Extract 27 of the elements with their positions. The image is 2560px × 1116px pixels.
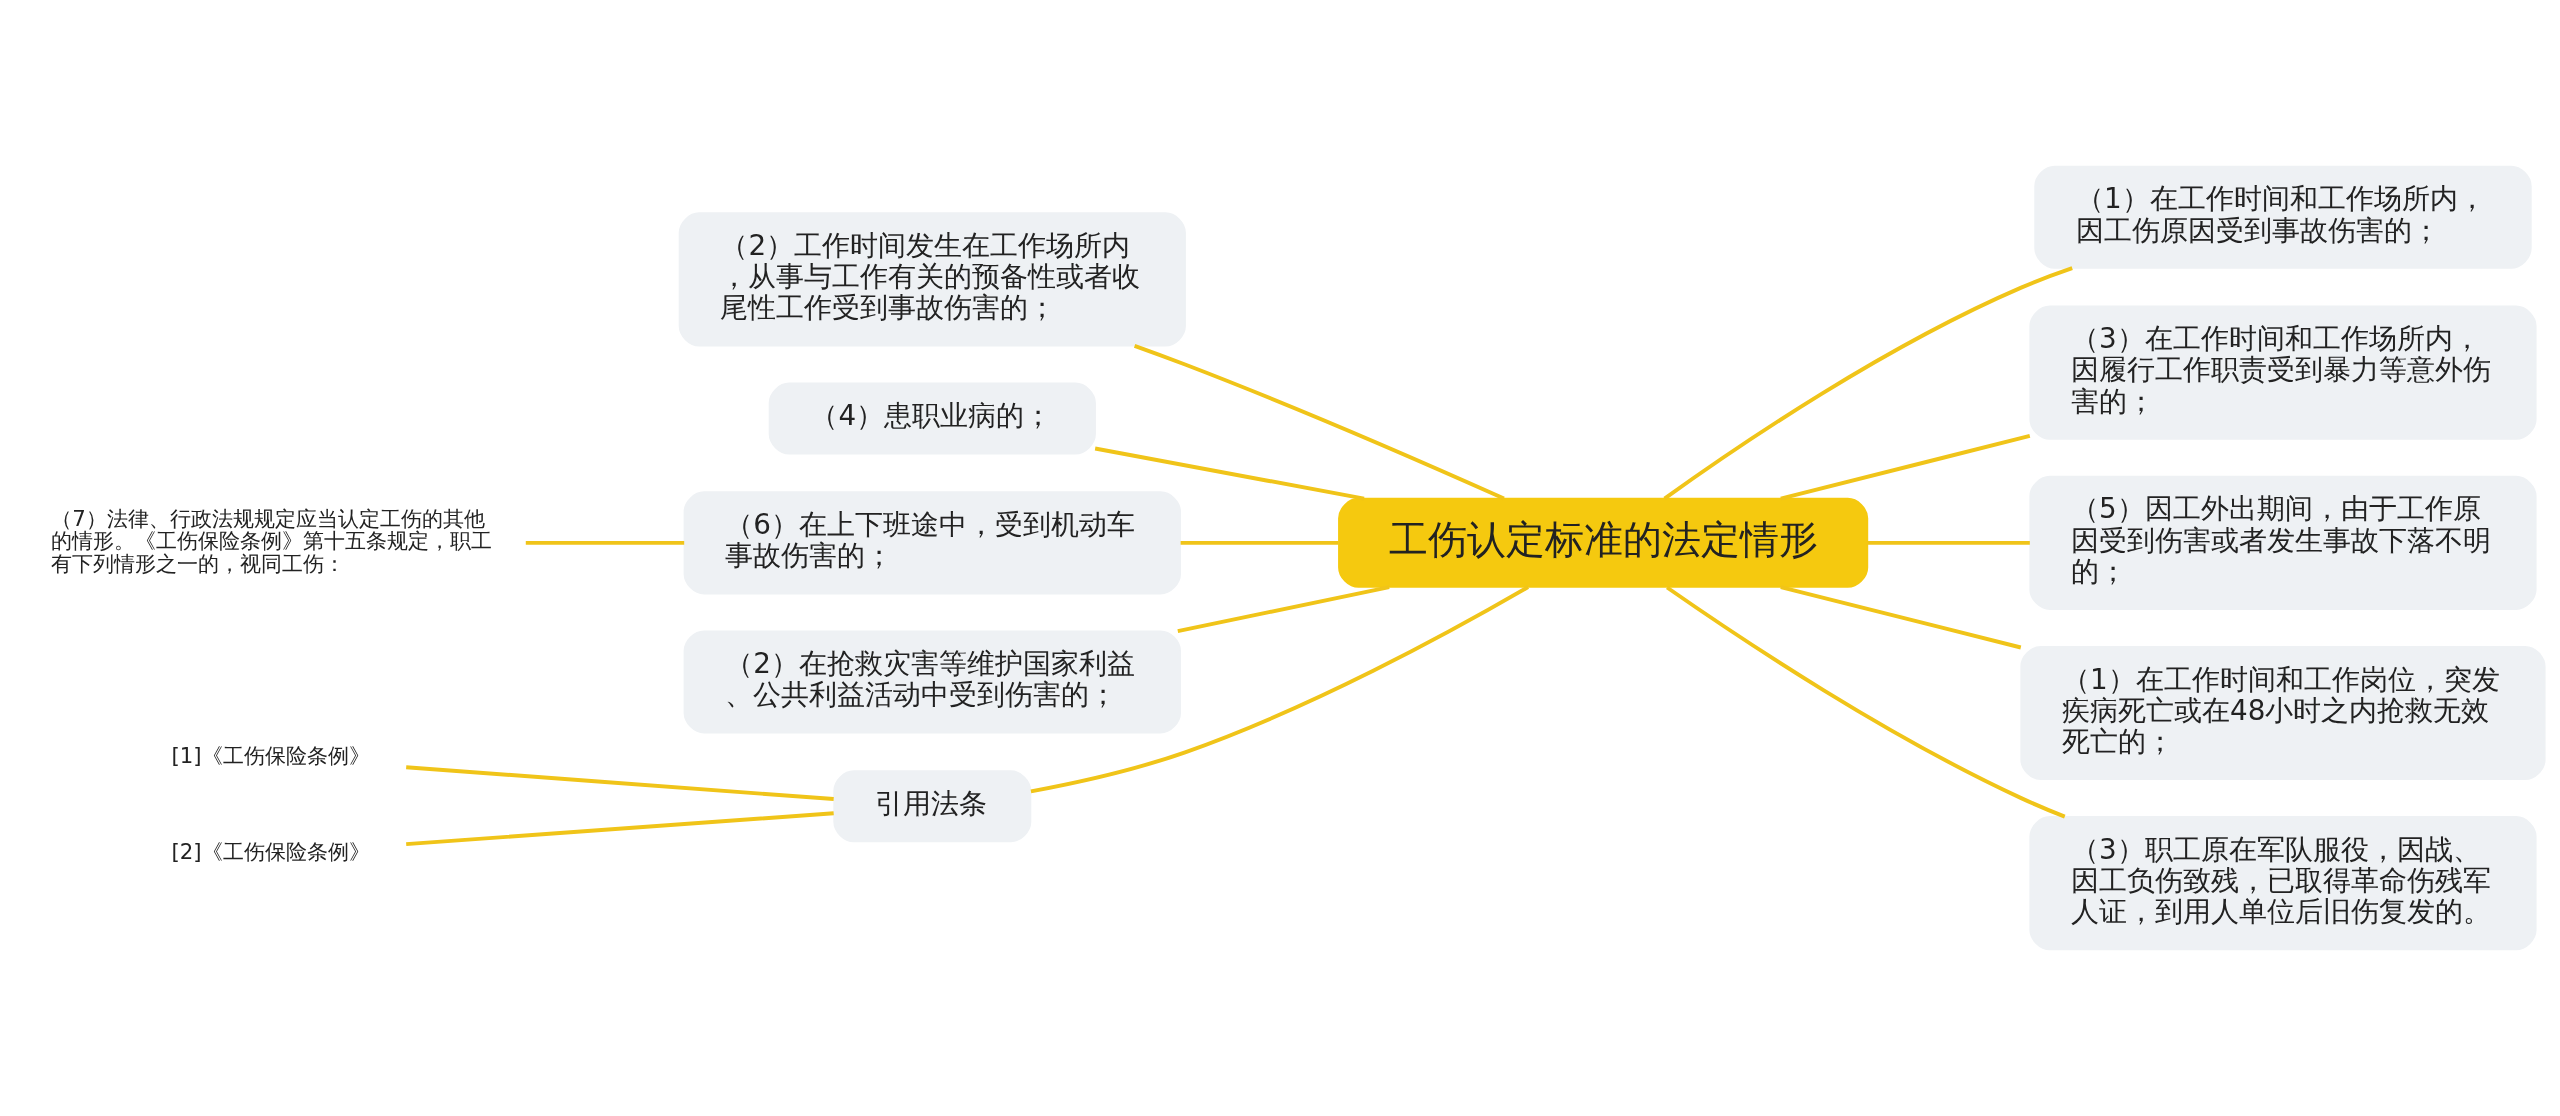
- node-box: （1）在工作时间和工作岗位，突发疾病死亡或在48小时之内抢救无效死亡的；: [2020, 645, 2546, 781]
- connector: [1780, 434, 2031, 501]
- node-box: （6）在上下班途中，受到机动车事故伤害的；: [683, 491, 1181, 595]
- node-text: [2]《工伤保险条例》: [171, 839, 370, 865]
- connector: [1666, 585, 2066, 819]
- node-box: （3）职工原在军队服役，因战、因工负伤致残，已取得革命伤残军人证，到用人单位后旧伤复发的。: [2029, 816, 2537, 951]
- node-box: （2）在抢救灾害等维护国家利益、公共利益活动中受到伤害的；: [683, 630, 1181, 734]
- node-text: [1]《工伤保险条例》: [171, 742, 370, 768]
- node-box: （3）在工作时间和工作场所内，因履行工作职责受到暴力等意外伤害的；: [2029, 305, 2537, 440]
- connector: [525, 540, 685, 545]
- connector: [1663, 266, 2073, 501]
- node-text: （7）法律、行政法规规定应当认定工伤的其他的情形。《工伤保险条例》第十五条规定，职工有下列情形之一的，视同工伤：: [51, 505, 493, 577]
- connector: [406, 765, 834, 801]
- node-box: 工伤认定标准的法定情形: [1338, 497, 1869, 588]
- connector: [1133, 344, 1505, 501]
- connector: [1177, 585, 1390, 634]
- connector: [1780, 585, 2022, 650]
- connector: [1094, 446, 1365, 501]
- node-box: （1）在工作时间和工作场所内，因工伤原因受到事故伤害的；: [2034, 165, 2532, 269]
- node-box: （5）因工外出期间，由于工作原因受到伤害或者发生事故下落不明的；: [2029, 475, 2537, 610]
- connector: [1030, 585, 1530, 794]
- node-box: （4）患职业病的；: [768, 382, 1096, 455]
- node-box: 引用法条: [833, 770, 1032, 843]
- node-box: （2）工作时间发生在工作场所内，从事与工作有关的预备性或者收尾性工作受到事故伤害的；: [678, 212, 1186, 347]
- connector: [1180, 540, 1339, 545]
- connector: [406, 811, 834, 847]
- connector: [1867, 540, 2030, 545]
